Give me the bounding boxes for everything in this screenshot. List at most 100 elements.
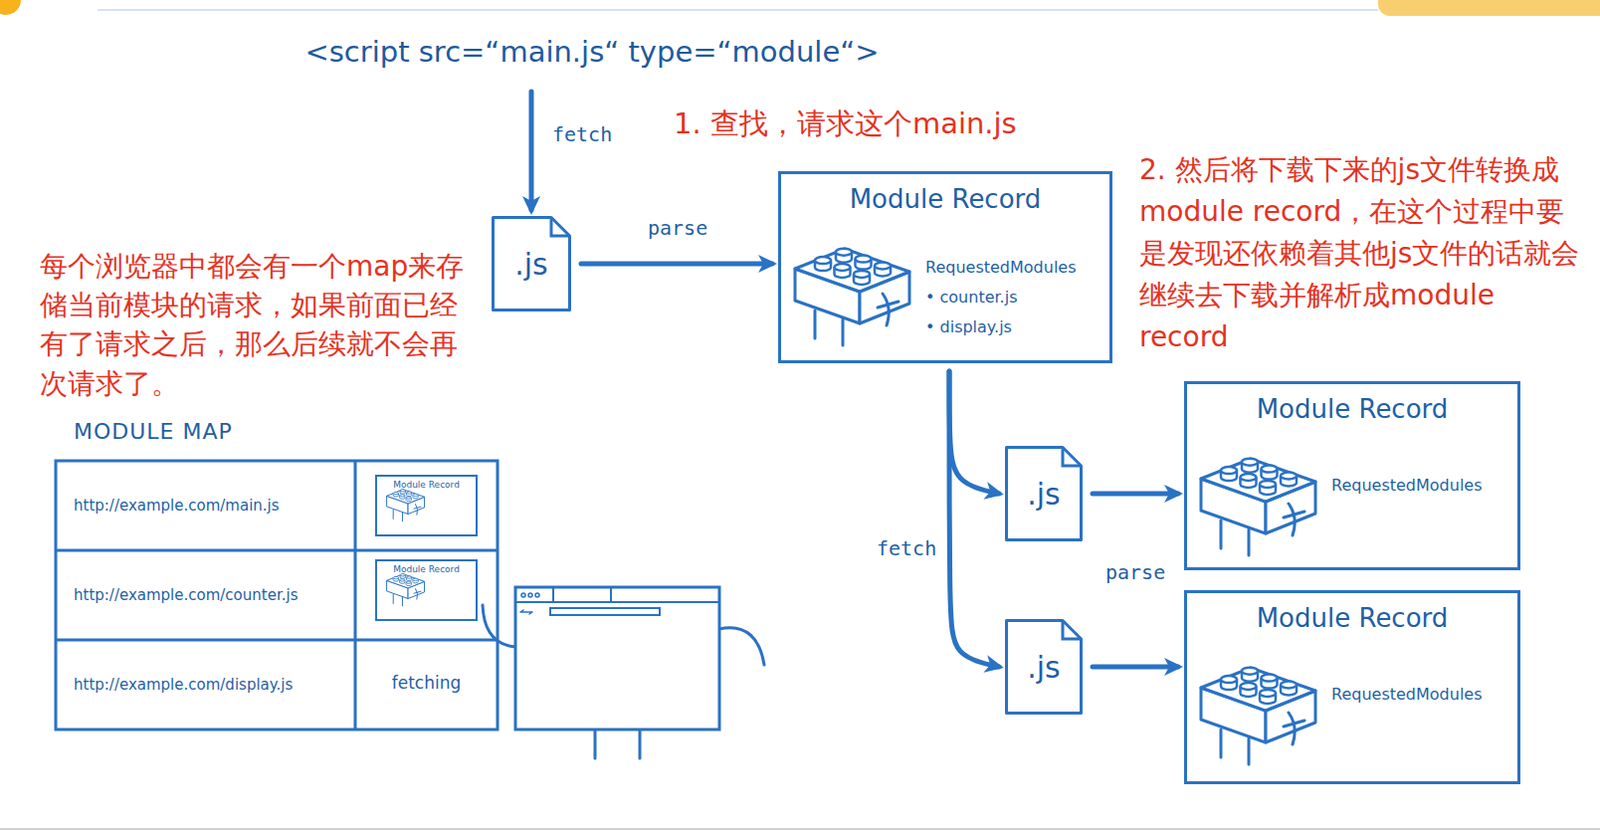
node-text: .js	[1026, 476, 1061, 512]
step-note: 2. 然后将下载下来的js文件转换成module record，在这个过程中要是…	[1139, 149, 1588, 359]
brick-legs	[393, 504, 421, 522]
js-file: .js	[491, 215, 572, 312]
record-field: RequestedModules	[1331, 679, 1483, 710]
brick-stud	[1241, 458, 1258, 466]
brick-stud	[412, 578, 418, 581]
corner-badge	[1378, 0, 1600, 16]
brick-stud	[400, 579, 405, 582]
browser-figure	[482, 587, 765, 759]
file-outline	[1006, 447, 1082, 541]
brick-stud	[855, 255, 872, 263]
browser-dot	[528, 593, 533, 598]
file-outline	[493, 217, 571, 311]
top-rule	[97, 8, 1379, 11]
brick-stud	[1261, 674, 1278, 682]
brick-stud	[1261, 465, 1278, 473]
brick-legs	[393, 589, 421, 606]
brick-stud	[1220, 466, 1237, 474]
record-field: • counter.js	[925, 282, 1017, 313]
file-fold	[1062, 447, 1082, 467]
brick-stud	[834, 263, 851, 271]
brick-face	[1200, 667, 1316, 711]
brick-stud	[874, 262, 891, 270]
mini-module-record: Module Record	[375, 559, 478, 621]
file-fold	[1062, 620, 1082, 640]
script-tag-text: <script src=“main.js“ type=“module“>	[304, 34, 879, 69]
mini-module-record: Module Record	[375, 474, 478, 537]
bottom-rule	[0, 827, 1600, 830]
table-cell: fetching	[355, 672, 498, 694]
connector-arrow	[581, 261, 773, 267]
record-title: Module Record	[849, 184, 1042, 215]
connector-arrow	[1092, 664, 1179, 670]
map-note: 每个浏览器中都会有一个map来存储当前模块的请求，如果前面已经有了请求之后，那么…	[39, 246, 478, 403]
step-note: 1. 查找，请求这个main.js	[673, 105, 1017, 142]
table-cell: http://example.com/main.js	[73, 496, 280, 516]
brick-legs	[1220, 503, 1305, 556]
table-cell: http://example.com/counter.js	[73, 586, 298, 605]
brick-stud	[1240, 682, 1257, 690]
module-map-table	[55, 460, 498, 730]
brick-stud	[1220, 675, 1237, 683]
node-text: .js	[514, 246, 549, 282]
brick-stud	[406, 491, 412, 494]
connector-arrow	[529, 91, 535, 210]
browser-arm	[719, 627, 765, 665]
script-tag: <script src=“main.js“ type=“module“>	[263, 25, 921, 78]
node-text: Module Record	[393, 564, 460, 576]
brick-stud	[1280, 472, 1297, 480]
requested-modules: RequestedModules	[1331, 470, 1518, 501]
brick-legs	[1220, 712, 1305, 765]
table-rule	[55, 549, 498, 553]
browser-dot	[535, 593, 540, 598]
brick-stud	[393, 491, 399, 494]
brick-stud	[835, 248, 852, 256]
brick-stud	[405, 496, 411, 499]
brick-stud	[406, 576, 412, 579]
record-field: RequestedModules	[1331, 470, 1483, 501]
brick-face	[795, 248, 910, 292]
brick-stud	[1259, 689, 1276, 697]
js-file: .js	[1004, 445, 1083, 542]
table-cell: http://example.com/display.js	[73, 675, 293, 695]
record-title: Module Record	[1256, 394, 1449, 425]
brick-stud	[1259, 480, 1276, 488]
requested-modules: RequestedModules• counter.js• display.js	[925, 252, 1110, 343]
record-title: Module Record	[1256, 602, 1449, 634]
table-rule	[354, 460, 358, 730]
browser-leg	[638, 729, 642, 759]
table-rule	[55, 638, 498, 642]
browser-dot	[521, 593, 526, 598]
table-frame	[55, 460, 498, 730]
connector-arrow	[949, 371, 1000, 494]
browser-arm	[482, 604, 516, 647]
brick-stud	[412, 493, 418, 496]
connector-arrow	[1092, 491, 1179, 497]
browser-window	[515, 587, 720, 730]
browser-tab	[552, 587, 555, 602]
table-title: MODULE MAP	[73, 417, 233, 446]
node-text: .js	[1026, 649, 1061, 685]
edge-label: fetch	[549, 121, 615, 148]
module-record: Module RecordRequestedModules	[1184, 590, 1521, 785]
browser-nav	[520, 609, 533, 614]
brick-stud	[1241, 667, 1258, 675]
record-field: RequestedModules	[925, 252, 1077, 283]
brick-stud	[814, 256, 831, 264]
edge-label: fetch	[873, 535, 940, 562]
record-field: • display.js	[925, 312, 1012, 343]
browser-leg	[594, 729, 598, 759]
file-outline	[1006, 620, 1082, 714]
module-record: Module RecordRequestedModules• counter.j…	[778, 171, 1113, 364]
edge-label: parse	[644, 214, 711, 241]
module-record: Module RecordRequestedModules	[1184, 381, 1521, 571]
corner-badge	[0, 0, 21, 15]
browser-addressbar	[550, 607, 660, 615]
brick-stud	[1280, 681, 1297, 689]
browser-tab	[609, 587, 612, 602]
js-file: .js	[1004, 618, 1083, 715]
node-text: Module Record	[393, 479, 460, 491]
brick-face	[1200, 458, 1316, 502]
brick-stud	[853, 270, 870, 278]
